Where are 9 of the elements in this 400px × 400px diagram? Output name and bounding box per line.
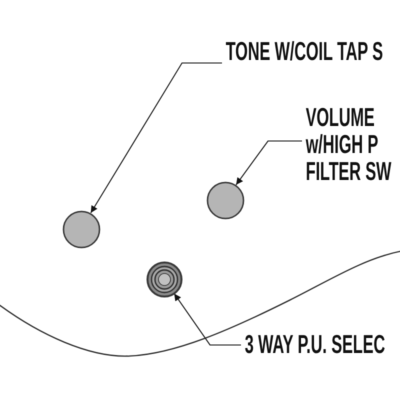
selector-switch (146, 260, 182, 298)
part-label: 3 WAY P.U. SELEC (241, 331, 386, 358)
leader-line (174, 293, 241, 346)
leader-line (236, 140, 302, 186)
control-knob (62, 210, 100, 248)
leader-line (90, 62, 222, 214)
part-label: TONE W/COIL TAP S (222, 38, 384, 65)
control-knob (206, 180, 244, 220)
part-label: VOLUME w/HIGH P FILTER SW (302, 104, 396, 185)
